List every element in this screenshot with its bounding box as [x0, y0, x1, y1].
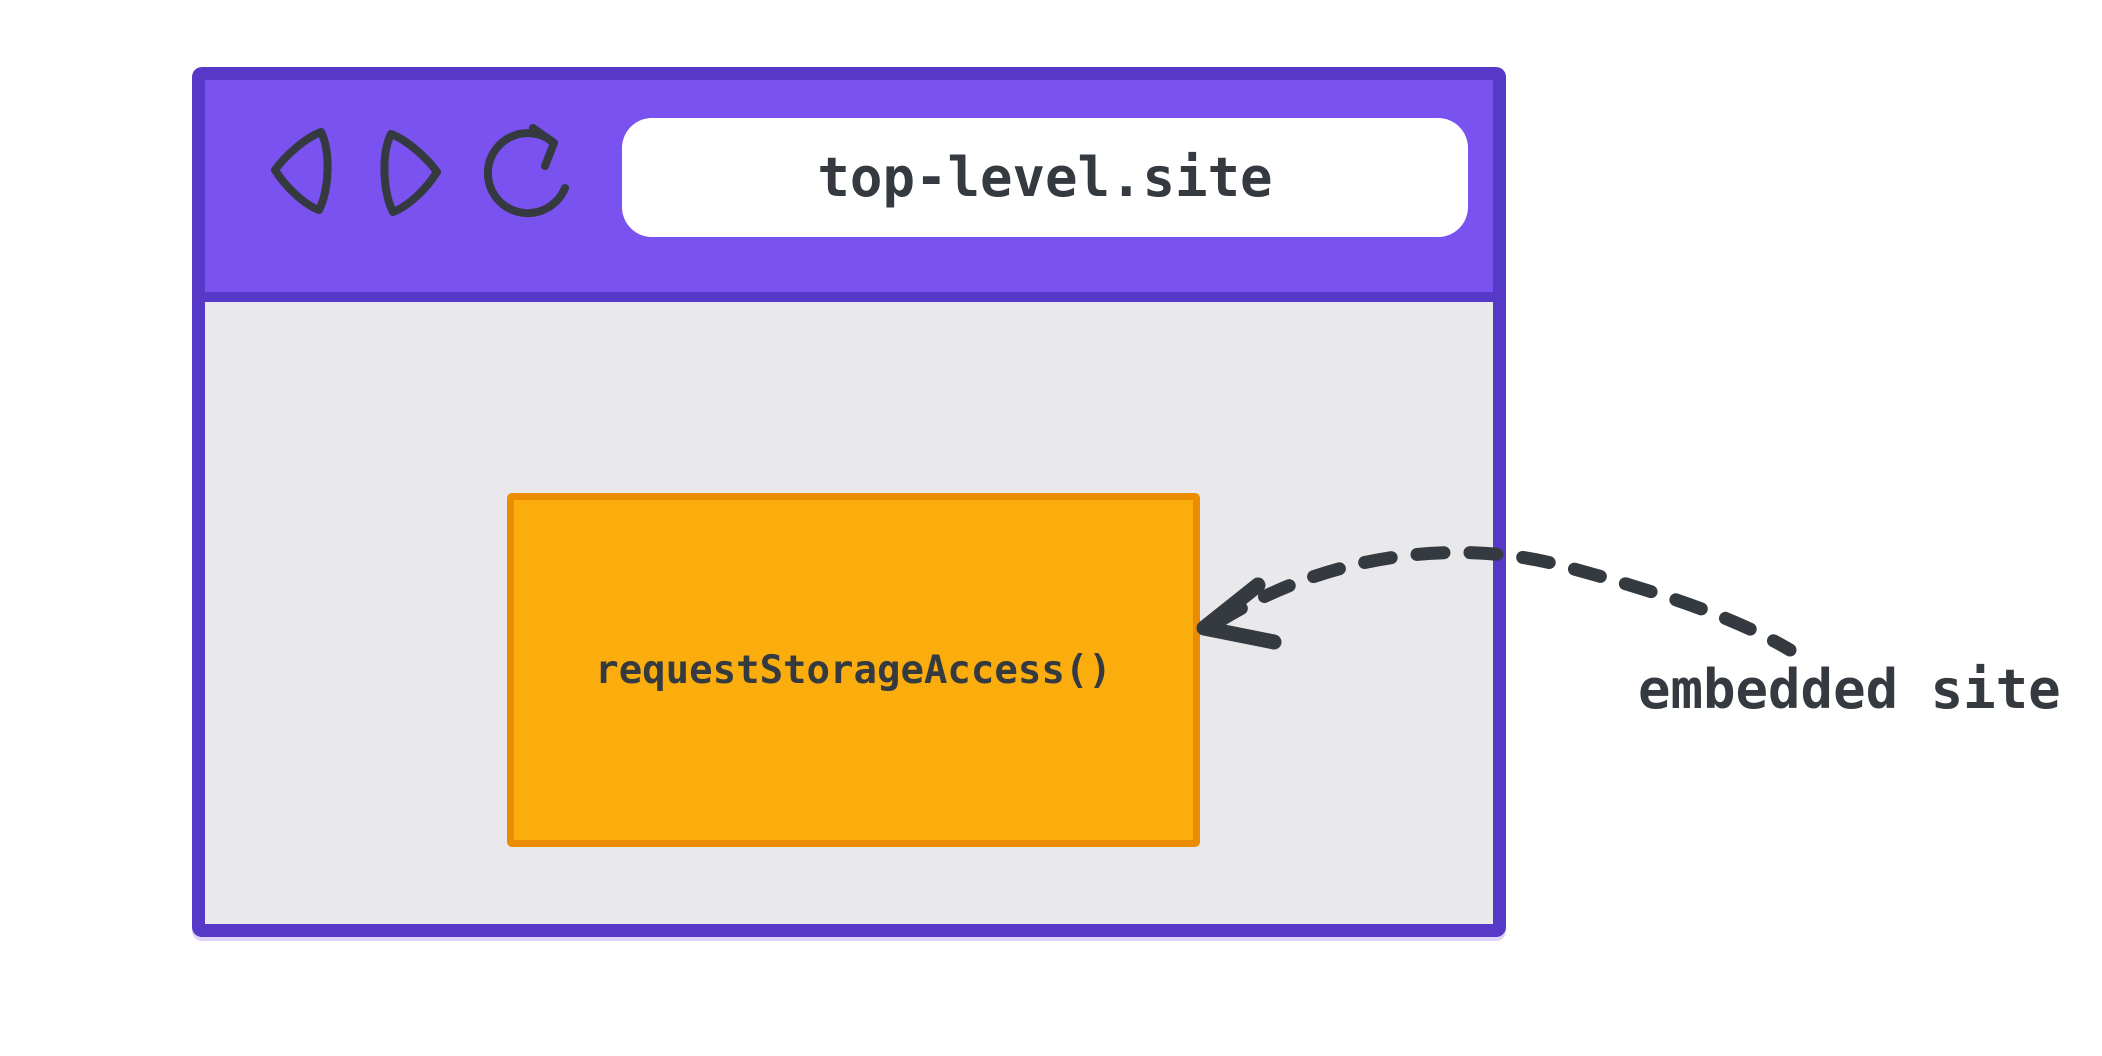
- forward-icon: [380, 130, 441, 216]
- browser-window: top-level.site requestStorageAccess(): [192, 67, 1506, 937]
- embedded-frame: requestStorageAccess(): [507, 493, 1200, 847]
- browser-toolbar: top-level.site: [205, 80, 1493, 302]
- annotation-label: embedded site: [1638, 658, 2061, 721]
- refresh-icon: [483, 124, 569, 218]
- address-bar-url: top-level.site: [817, 146, 1273, 209]
- toolbar-nav-icons: [271, 124, 569, 218]
- address-bar: top-level.site: [622, 118, 1468, 237]
- back-icon: [271, 128, 332, 214]
- embedded-frame-label: requestStorageAccess(): [595, 647, 1112, 693]
